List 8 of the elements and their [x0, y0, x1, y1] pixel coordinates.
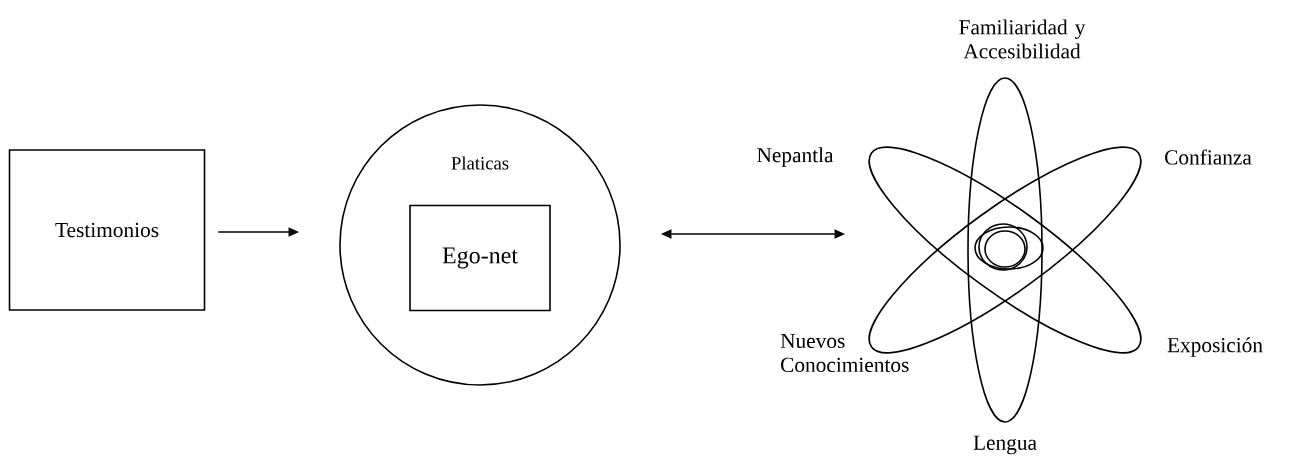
petal-label: Familiaridad y Accesibilidad — [959, 19, 1086, 59]
petal-label: Nepantla — [757, 147, 834, 167]
process-box: Ego-net — [409, 204, 551, 312]
process-box: Testimonios — [8, 149, 206, 311]
petal-label: Confianza — [1165, 149, 1252, 165]
petal-label: Nuevos Conocimientos — [780, 333, 909, 373]
petal-label: Exposición — [1167, 337, 1263, 357]
petal-label: Lengua — [973, 435, 1037, 455]
